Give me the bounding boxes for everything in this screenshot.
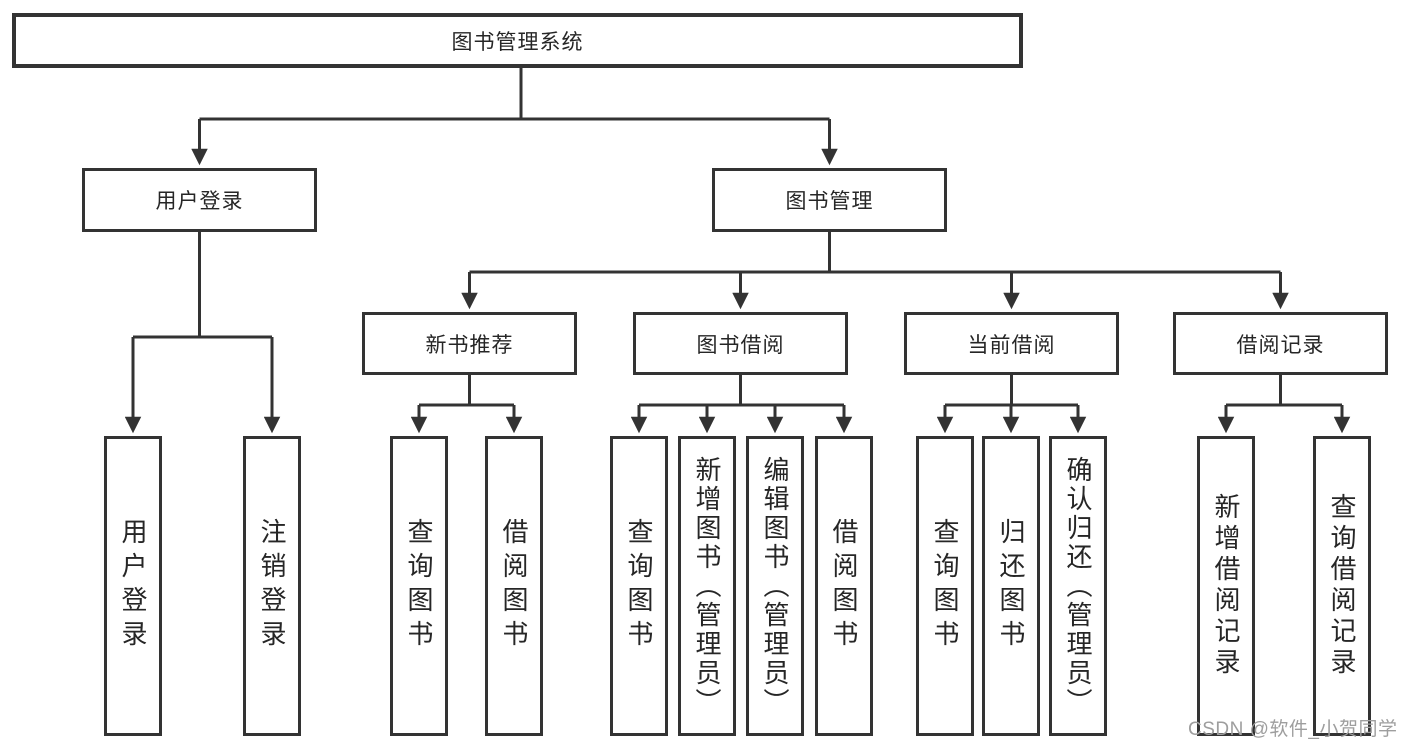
leaf-query-books-recommend: 查询图书 — [390, 436, 448, 736]
leaf-add-borrow-record: 新增借阅记录 — [1197, 436, 1255, 736]
leaf-add-books-admin-label: 新增图书（管理员） — [692, 455, 722, 717]
leaf-query-borrow-record: 查询借阅记录 — [1313, 436, 1371, 736]
leaf-user-login: 用户登录 — [104, 436, 162, 736]
leaf-logout: 注销登录 — [243, 436, 301, 736]
leaf-confirm-return-admin-label: 确认归还（管理员） — [1063, 455, 1093, 717]
leaf-logout-label: 注销登录 — [257, 518, 287, 654]
leaf-borrow-books: 借阅图书 — [815, 436, 873, 736]
leaf-borrow-books-recommend: 借阅图书 — [485, 436, 543, 736]
leaf-return-books-label: 归还图书 — [996, 518, 1026, 654]
leaf-query-books-borrowing: 查询图书 — [610, 436, 668, 736]
leaf-return-books: 归还图书 — [982, 436, 1040, 736]
node-book-management-label: 图书管理 — [785, 190, 874, 213]
node-book-borrowing-label: 图书借阅 — [696, 333, 785, 357]
leaf-add-borrow-record-label: 新增借阅记录 — [1211, 493, 1241, 679]
node-root: 图书管理系统 — [12, 13, 1023, 68]
node-book-borrowing: 图书借阅 — [633, 312, 848, 375]
node-current-borrowing: 当前借阅 — [904, 312, 1119, 375]
leaf-query-borrow-record-label: 查询借阅记录 — [1327, 493, 1357, 679]
leaf-borrow-books-label: 借阅图书 — [829, 518, 859, 654]
node-new-book-recommendation-label: 新书推荐 — [425, 333, 514, 357]
leaf-add-books-admin: 新增图书（管理员） — [678, 436, 736, 736]
node-new-book-recommendation: 新书推荐 — [362, 312, 577, 375]
leaf-query-books-borrowing-label: 查询图书 — [624, 518, 654, 654]
leaf-user-login-label: 用户登录 — [118, 518, 148, 654]
leaf-edit-books-admin: 编辑图书（管理员） — [746, 436, 804, 736]
arrow-heads — [124, 119, 1351, 434]
node-book-management: 图书管理 — [712, 168, 947, 232]
node-user-login-label: 用户登录 — [155, 190, 244, 213]
leaf-confirm-return-admin: 确认归还（管理员） — [1049, 436, 1107, 736]
node-user-login: 用户登录 — [82, 168, 317, 232]
csdn-watermark: CSDN @软件_小贺同学 — [1188, 719, 1398, 740]
leaf-query-books-current: 查询图书 — [916, 436, 974, 736]
node-borrowing-records-label: 借阅记录 — [1236, 333, 1325, 357]
leaf-query-books-current-label: 查询图书 — [930, 518, 960, 654]
node-current-borrowing-label: 当前借阅 — [967, 333, 1056, 357]
leaf-edit-books-admin-label: 编辑图书（管理员） — [760, 455, 790, 717]
node-borrowing-records: 借阅记录 — [1173, 312, 1388, 375]
node-root-label: 图书管理系统 — [451, 30, 584, 54]
leaf-borrow-books-recommend-label: 借阅图书 — [499, 518, 529, 654]
leaf-query-books-recommend-label: 查询图书 — [404, 518, 434, 654]
